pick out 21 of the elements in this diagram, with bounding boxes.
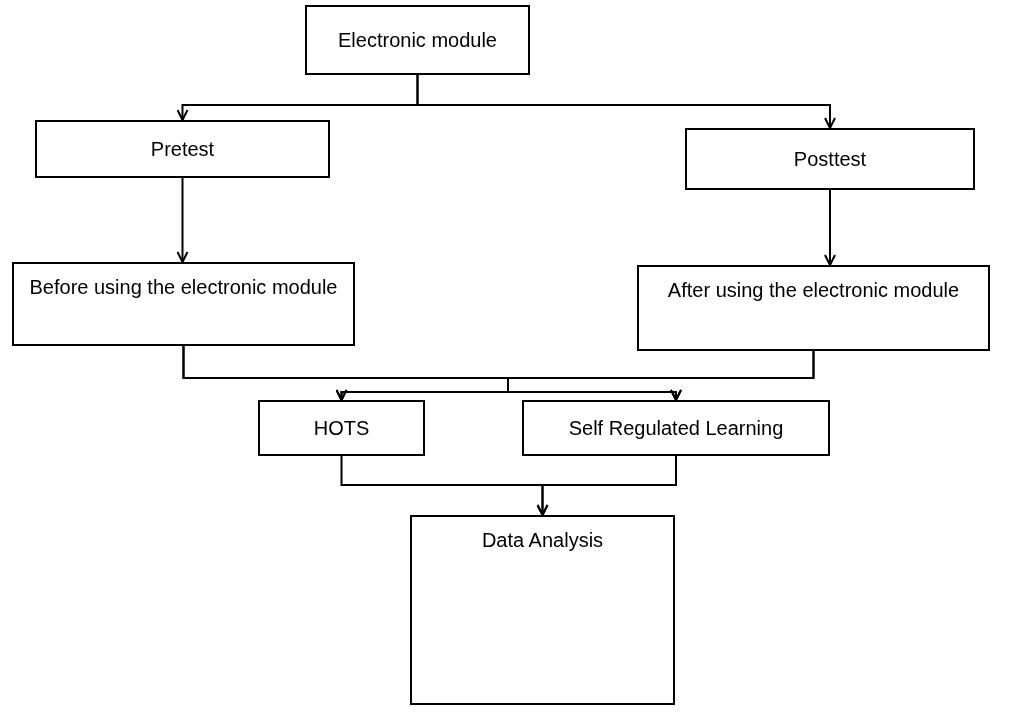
box-label: Posttest	[793, 147, 867, 172]
process-box	[637, 265, 990, 351]
box-label: Electronic module	[338, 28, 497, 53]
box-label: Before using the electronic module	[29, 275, 338, 300]
process-box	[685, 128, 975, 190]
process-box	[258, 400, 425, 456]
box-label: Self Regulated Learning	[568, 416, 784, 441]
process-box	[410, 515, 675, 705]
connector-arrow	[416, 74, 836, 129]
process-box	[522, 400, 830, 456]
process-box	[35, 120, 330, 178]
box-label: HOTS	[313, 416, 370, 441]
connector-arrow	[507, 350, 815, 401]
box-label: Pretest	[150, 137, 215, 162]
connector-arrow	[176, 177, 189, 263]
box-label: After using the electronic module	[667, 278, 960, 303]
process-box	[305, 5, 530, 75]
connector-arrow	[536, 455, 677, 516]
connector-arrow	[824, 189, 836, 266]
process-box	[12, 262, 355, 346]
box-label: Data Analysis	[481, 528, 604, 553]
